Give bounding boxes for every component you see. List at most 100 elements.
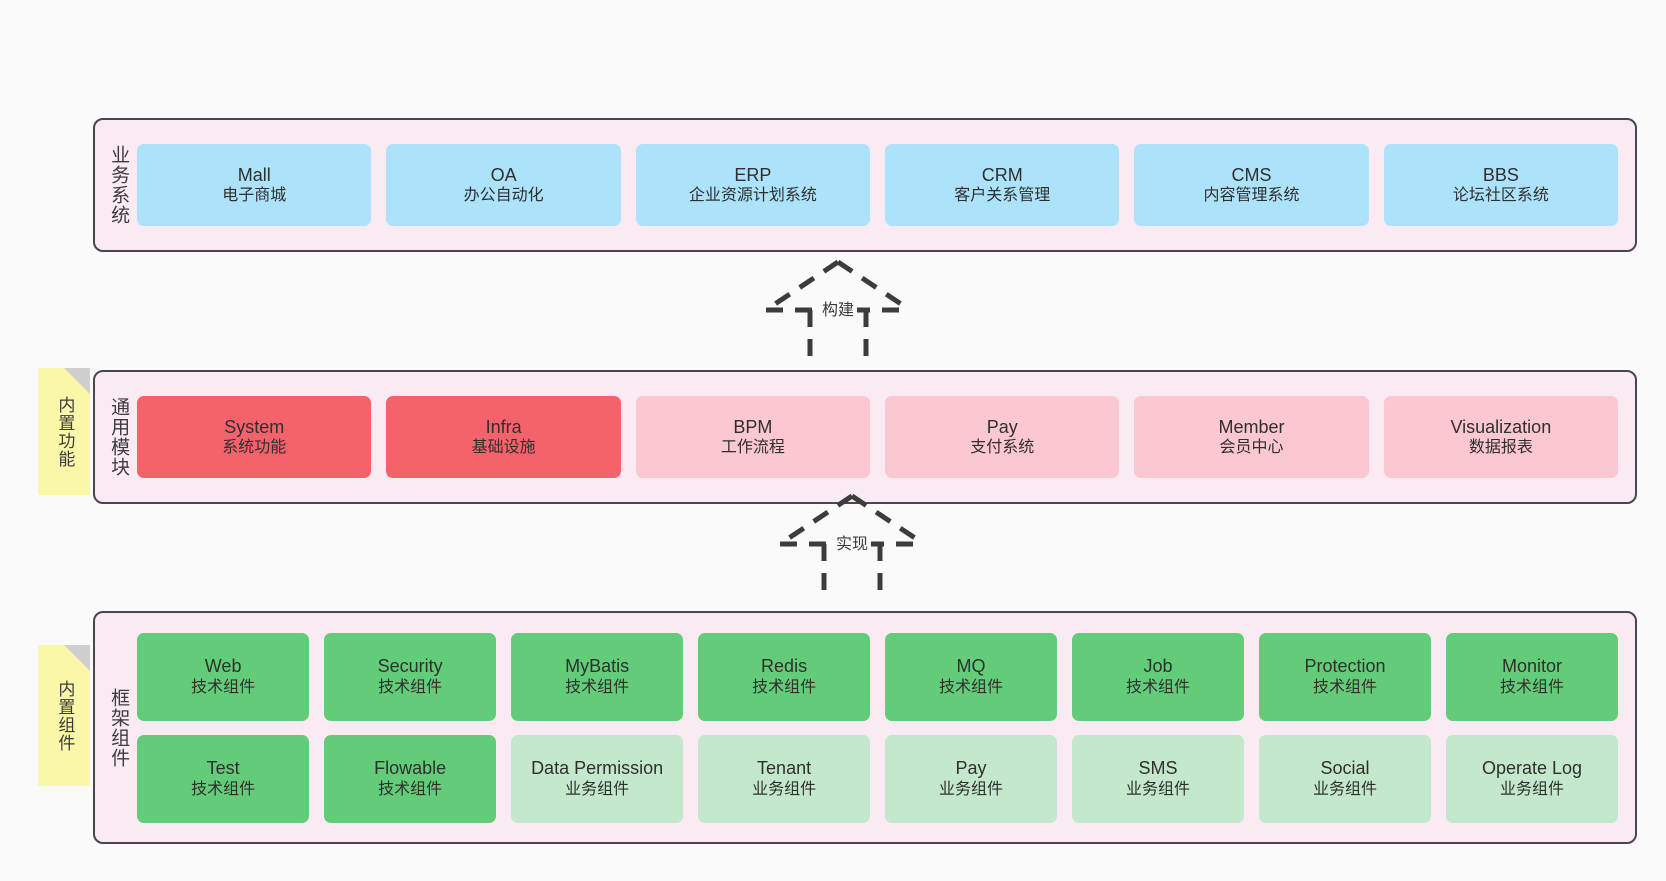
card-mq-title: MQ	[956, 656, 986, 677]
arrow-head-right-edge	[836, 259, 912, 313]
card-pay-module[interactable]: Pay 支付系统	[885, 396, 1120, 478]
card-infra-title: Infra	[485, 416, 522, 437]
card-mybatis-title: MyBatis	[565, 656, 630, 677]
card-system-title: System	[224, 416, 285, 437]
card-mq[interactable]: MQ 技术组件	[885, 632, 1058, 721]
connector-build: 构建	[748, 256, 928, 356]
card-web-title: Web	[204, 656, 242, 677]
card-protection-title: Protection	[1304, 656, 1386, 677]
card-flowable-title: Flowable	[374, 758, 447, 779]
layer-business-systems: 业务系统 Mall 电子商城 OA 办公自动化 ERP 企业资源计划系统 CRM…	[93, 118, 1637, 252]
card-visualization-title: Visualization	[1450, 416, 1552, 437]
layer-title-business-systems: 业务系统	[108, 145, 130, 225]
card-crm-subtitle: 客户关系管理	[954, 187, 1051, 205]
sticky-fold-corner-icon	[64, 368, 90, 394]
card-erp-title: ERP	[734, 164, 772, 185]
card-mq-subtitle: 技术组件	[939, 678, 1004, 696]
layer-title-general-modules: 通用模块	[108, 397, 130, 477]
card-test-title: Test	[206, 758, 240, 779]
card-member-subtitle: 会员中心	[1219, 439, 1284, 457]
card-mybatis[interactable]: MyBatis 技术组件	[511, 632, 684, 721]
card-system[interactable]: System 系统功能	[137, 396, 372, 478]
card-oa[interactable]: OA 办公自动化	[386, 144, 621, 226]
framework-tech-row: Web 技术组件 Security 技术组件 MyBatis 技术组件 Redi…	[137, 632, 1618, 721]
card-social[interactable]: Social 业务组件	[1259, 734, 1432, 823]
card-system-subtitle: 系统功能	[222, 439, 287, 457]
card-visualization[interactable]: Visualization 数据报表	[1383, 396, 1618, 478]
sticky-note-builtin-functions: 内置功能	[38, 368, 90, 495]
card-pay-module-subtitle: 支付系统	[970, 439, 1035, 457]
framework-business-row: Test 技术组件 Flowable 技术组件 Data Permission …	[137, 734, 1618, 823]
card-cms[interactable]: CMS 内容管理系统	[1134, 144, 1369, 226]
card-job-subtitle: 技术组件	[1126, 678, 1191, 696]
card-flowable[interactable]: Flowable 技术组件	[324, 734, 497, 823]
card-flowable-subtitle: 技术组件	[378, 780, 443, 798]
business-systems-card-row: Mall 电子商城 OA 办公自动化 ERP 企业资源计划系统 CRM 客户关系…	[137, 144, 1635, 226]
card-tenant-title: Tenant	[757, 758, 812, 779]
card-test[interactable]: Test 技术组件	[137, 734, 310, 823]
card-operate-log[interactable]: Operate Log 业务组件	[1446, 734, 1618, 823]
card-mall[interactable]: Mall 电子商城	[137, 144, 372, 226]
card-redis[interactable]: Redis 技术组件	[698, 632, 871, 721]
card-pay-component-subtitle: 业务组件	[939, 780, 1004, 798]
card-social-subtitle: 业务组件	[1313, 780, 1378, 798]
card-protection[interactable]: Protection 技术组件	[1259, 632, 1432, 721]
card-sms-subtitle: 业务组件	[1126, 780, 1191, 798]
card-oa-title: OA	[490, 164, 517, 185]
card-security-subtitle: 技术组件	[378, 678, 443, 696]
card-job-title: Job	[1143, 656, 1173, 677]
card-cms-subtitle: 内容管理系统	[1203, 187, 1300, 205]
card-cms-title: CMS	[1231, 164, 1272, 185]
arrow-head-left-edge	[778, 493, 854, 547]
card-mall-subtitle: 电子商城	[222, 187, 287, 205]
card-web[interactable]: Web 技术组件	[137, 632, 310, 721]
card-mybatis-subtitle: 技术组件	[565, 678, 630, 696]
card-oa-subtitle: 办公自动化	[463, 187, 544, 205]
framework-components-grid: Web 技术组件 Security 技术组件 MyBatis 技术组件 Redi…	[137, 632, 1635, 823]
card-data-permission[interactable]: Data Permission 业务组件	[511, 734, 684, 823]
sticky-note-builtin-components: 内置组件	[38, 645, 90, 786]
sticky-note-builtin-components-label: 内置组件	[55, 679, 75, 752]
card-operate-log-subtitle: 业务组件	[1500, 780, 1565, 798]
connector-implement-label: 实现	[832, 530, 872, 554]
card-job[interactable]: Job 技术组件	[1072, 632, 1245, 721]
connector-build-label: 构建	[818, 296, 858, 320]
card-social-title: Social	[1320, 758, 1370, 779]
card-visualization-subtitle: 数据报表	[1468, 439, 1533, 457]
card-member[interactable]: Member 会员中心	[1134, 396, 1369, 478]
card-monitor-title: Monitor	[1501, 656, 1563, 677]
card-web-subtitle: 技术组件	[191, 678, 256, 696]
layer-framework-components: 框架组件 Web 技术组件 Security 技术组件 MyBatis 技术组件…	[93, 611, 1637, 844]
card-operate-log-title: Operate Log	[1481, 758, 1583, 779]
card-data-permission-subtitle: 业务组件	[565, 780, 630, 798]
card-data-permission-title: Data Permission	[531, 758, 664, 779]
general-modules-card-row: System 系统功能 Infra 基础设施 BPM 工作流程 Pay 支付系统…	[137, 396, 1635, 478]
arrow-head-right-edge	[850, 493, 926, 547]
card-member-title: Member	[1218, 416, 1285, 437]
sticky-note-builtin-functions-label: 内置功能	[55, 395, 75, 468]
card-bbs-title: BBS	[1482, 164, 1519, 185]
card-crm-title: CRM	[981, 164, 1023, 185]
card-sms[interactable]: SMS 业务组件	[1072, 734, 1245, 823]
card-redis-title: Redis	[761, 656, 808, 677]
connector-implement: 实现	[762, 490, 942, 590]
layer-general-modules: 通用模块 System 系统功能 Infra 基础设施 BPM 工作流程 Pay…	[93, 370, 1637, 504]
card-bpm[interactable]: BPM 工作流程	[635, 396, 871, 478]
card-mall-title: Mall	[237, 164, 271, 185]
card-infra[interactable]: Infra 基础设施	[386, 396, 621, 478]
card-sms-title: SMS	[1138, 758, 1178, 779]
card-tenant-subtitle: 业务组件	[752, 780, 817, 798]
card-crm[interactable]: CRM 客户关系管理	[885, 144, 1120, 226]
card-erp-subtitle: 企业资源计划系统	[688, 187, 817, 205]
card-redis-subtitle: 技术组件	[752, 678, 817, 696]
card-pay-component[interactable]: Pay 业务组件	[885, 734, 1058, 823]
card-security[interactable]: Security 技术组件	[324, 632, 497, 721]
card-bbs[interactable]: BBS 论坛社区系统	[1383, 144, 1618, 226]
card-tenant[interactable]: Tenant 业务组件	[698, 734, 871, 823]
card-bbs-subtitle: 论坛社区系统	[1452, 187, 1549, 205]
card-erp[interactable]: ERP 企业资源计划系统	[635, 144, 871, 226]
card-pay-module-title: Pay	[986, 416, 1018, 437]
card-monitor[interactable]: Monitor 技术组件	[1446, 632, 1618, 721]
card-test-subtitle: 技术组件	[191, 780, 256, 798]
card-bpm-title: BPM	[733, 416, 773, 437]
